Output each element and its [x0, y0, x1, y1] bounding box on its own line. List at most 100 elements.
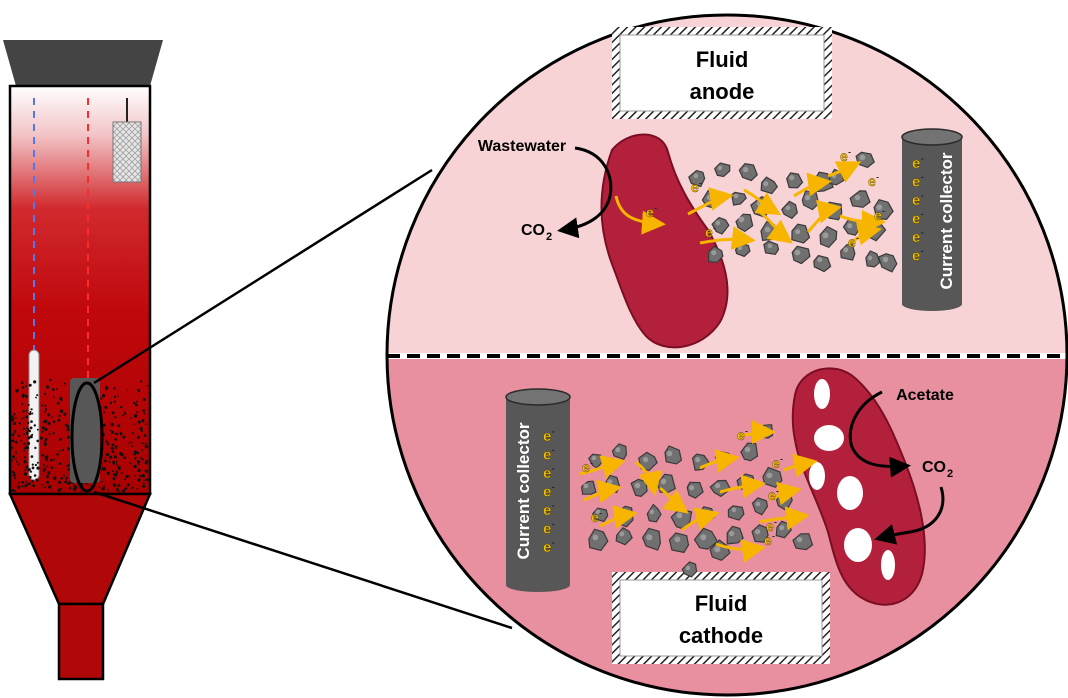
svg-text:e: e — [768, 487, 776, 503]
particle-highlight — [700, 534, 707, 541]
particle-highlight — [796, 536, 803, 543]
granule-dot — [66, 428, 70, 432]
granule-dot — [29, 435, 33, 439]
granule-dot — [43, 467, 46, 471]
granule-dot — [120, 472, 123, 475]
granule-dot — [113, 387, 116, 390]
particle-highlight — [676, 512, 683, 519]
granule-dot — [14, 477, 17, 480]
granule-dot — [58, 462, 62, 465]
granule-dot — [134, 475, 137, 477]
granule-dot — [25, 415, 29, 419]
granule-dot — [136, 435, 140, 439]
electron-label: e- — [868, 172, 879, 190]
cathode-current-collector: Current collector e-e-e-e-e-e-e- — [505, 388, 571, 592]
granule-dot — [21, 485, 24, 488]
granule-dot — [128, 442, 131, 445]
granule-dot — [117, 466, 121, 470]
granule-dot — [141, 442, 144, 445]
particle-highlight — [660, 478, 667, 485]
granule-dot — [65, 476, 69, 479]
granule-dot — [23, 460, 27, 464]
cathode-label-line1: Fluid — [695, 591, 748, 616]
granule-dot — [36, 439, 39, 443]
svg-text:e: e — [840, 148, 848, 164]
granule-dot — [44, 408, 48, 411]
granule-dot — [66, 464, 70, 467]
electron-label: e- — [840, 147, 851, 165]
particle-highlight — [695, 457, 701, 463]
granule-dot — [104, 457, 107, 459]
granule-dot — [29, 482, 32, 485]
electron-arrow — [699, 226, 756, 250]
granule-dot — [115, 470, 119, 474]
electron-label: e- — [737, 426, 748, 443]
granule-dot — [50, 466, 54, 469]
granule-dot — [61, 449, 64, 451]
granule-dot — [112, 483, 116, 486]
granule-dot — [114, 432, 117, 435]
svg-text:e: e — [766, 518, 774, 534]
reactor-outlet — [57, 602, 105, 681]
granule-dot — [14, 416, 17, 419]
svg-text:e: e — [543, 539, 551, 556]
electron-label: e- — [543, 482, 555, 501]
co2-cathode-label: CO 2 — [922, 459, 953, 480]
granule-dot — [133, 464, 137, 469]
reactor-cone — [8, 492, 152, 606]
svg-text:-: - — [848, 147, 851, 157]
svg-text:-: - — [654, 203, 657, 213]
zoom-line-bottom — [93, 490, 513, 630]
granule-dot — [143, 434, 147, 437]
svg-text:-: - — [552, 537, 555, 547]
electron-arrow — [793, 172, 832, 198]
granule-dot — [131, 445, 134, 448]
svg-text:-: - — [921, 190, 924, 200]
electron-arrow — [769, 481, 802, 506]
granule-dot — [142, 409, 145, 412]
granule-dot — [125, 475, 129, 478]
granule-dot — [47, 421, 51, 426]
particle-highlight — [714, 546, 721, 553]
granule-dot — [125, 487, 128, 490]
granule-dot — [140, 429, 144, 433]
svg-text:-: - — [699, 178, 702, 188]
svg-text:e: e — [646, 204, 654, 220]
granule-dot — [41, 484, 44, 486]
granule-dot — [28, 383, 32, 387]
granule-dot — [59, 409, 64, 413]
granule-dot — [80, 490, 83, 492]
fluid-cathode-box: Fluid cathode — [612, 572, 830, 664]
granule-dot — [109, 401, 113, 405]
svg-text:-: - — [876, 172, 879, 182]
granule-dot — [46, 459, 48, 461]
granule-dot — [12, 474, 16, 477]
granule-dot — [117, 395, 119, 397]
particle-icon — [751, 497, 769, 516]
svg-text:-: - — [552, 482, 555, 492]
electron-label: e- — [543, 519, 555, 538]
particle-highlight — [693, 173, 699, 179]
cathode-collector-electrons: e-e-e-e-e-e-e- — [543, 426, 555, 556]
particle-highlight — [715, 220, 721, 226]
granule-dot — [10, 446, 14, 449]
electron-arrow — [681, 507, 720, 532]
granule-dot — [136, 451, 140, 455]
granule-dot — [11, 459, 14, 461]
granule-dot — [25, 409, 28, 412]
granule-dot — [24, 480, 27, 483]
particle-highlight — [847, 223, 853, 229]
electron-label: e- — [768, 486, 779, 503]
granule-dot — [111, 443, 115, 447]
electron-arrow — [847, 221, 882, 246]
granule-dot — [112, 470, 114, 472]
svg-text:e: e — [912, 174, 920, 191]
particle-icon — [646, 503, 662, 523]
granule-dot — [41, 430, 44, 433]
granule-dot — [53, 476, 57, 480]
particle-highlight — [595, 509, 601, 515]
granule-dot — [50, 458, 53, 462]
granule-dot — [104, 405, 108, 409]
particle-highlight — [592, 534, 599, 541]
particle-icon — [664, 445, 683, 465]
